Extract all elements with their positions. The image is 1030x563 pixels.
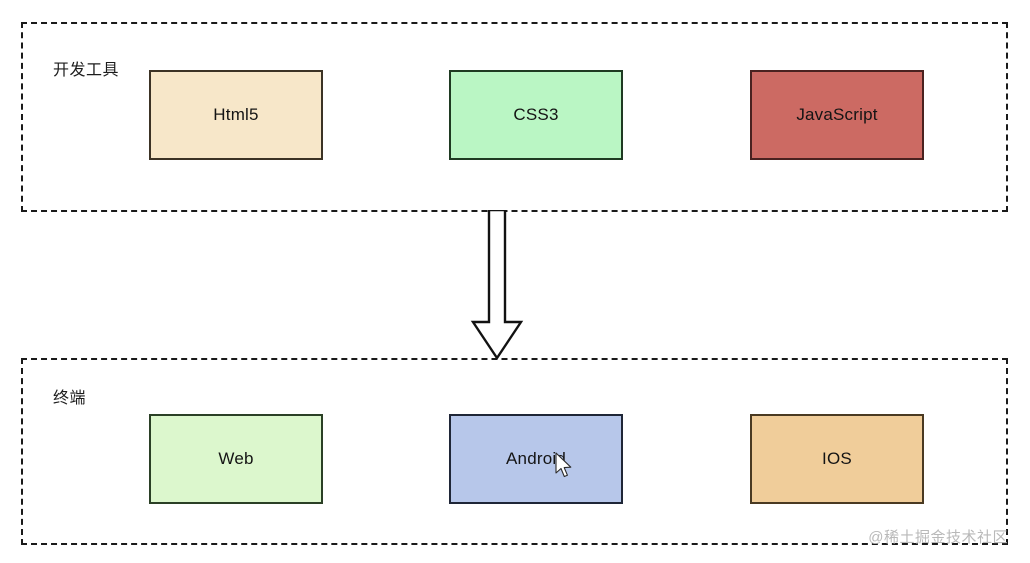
group-dev-tools: 开发工具 (21, 22, 1008, 212)
node-android-label: Android (506, 449, 566, 468)
node-css3-label: CSS3 (513, 105, 559, 124)
node-web-label: Web (218, 449, 254, 468)
node-javascript[interactable]: JavaScript (750, 70, 924, 160)
node-html5-label: Html5 (213, 105, 259, 124)
group-terminal-label: 终端 (53, 390, 87, 407)
node-css3[interactable]: CSS3 (449, 70, 623, 160)
node-ios[interactable]: IOS (750, 414, 924, 504)
node-javascript-label: JavaScript (796, 105, 878, 124)
node-html5[interactable]: Html5 (149, 70, 323, 160)
node-android[interactable]: Android (449, 414, 623, 504)
watermark: @稀土掘金技术社区 (868, 529, 1008, 546)
group-terminal: 终端 (21, 358, 1008, 545)
arrow-down-icon (470, 210, 524, 361)
group-dev-tools-label: 开发工具 (53, 62, 120, 79)
node-ios-label: IOS (822, 449, 852, 468)
node-web[interactable]: Web (149, 414, 323, 504)
